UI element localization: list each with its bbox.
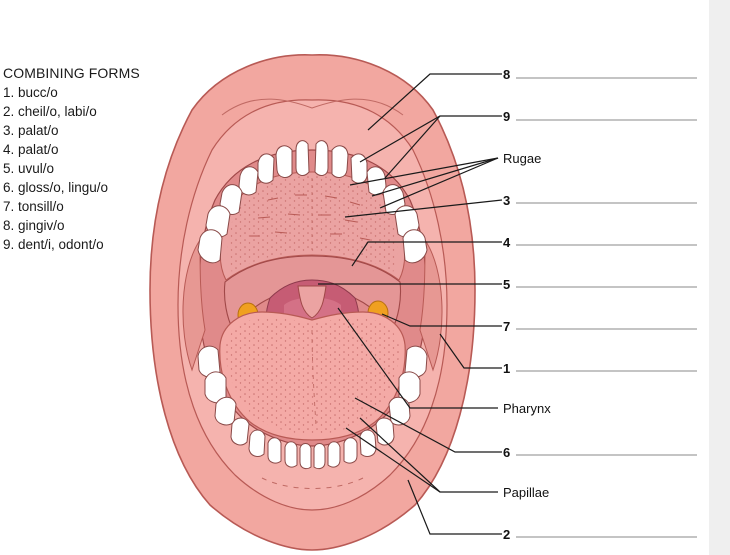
leader-rugae-b <box>371 157 499 197</box>
leader-rugae-a <box>349 157 499 186</box>
leader-rugae-c <box>379 157 499 209</box>
label-papillae: Papillae <box>503 485 549 500</box>
page-margin-strip <box>709 0 730 555</box>
leader-6 <box>354 397 502 453</box>
rugae <box>250 194 371 241</box>
form-item-4: 4. palat/o <box>3 142 59 157</box>
label-5: 5 <box>503 277 510 292</box>
form-item-7: 7. tonsill/o <box>3 199 64 214</box>
form-item-8: 8. gingiv/o <box>3 218 65 233</box>
tongue-papillae <box>225 318 400 434</box>
leader-3 <box>344 199 503 218</box>
upper-teeth <box>197 140 428 264</box>
form-item-1: 1. bucc/o <box>3 85 58 100</box>
leader-9b <box>384 115 441 179</box>
label-4: 4 <box>503 235 511 250</box>
leader-8 <box>367 73 502 131</box>
combining-forms-title: COMBINING FORMS <box>3 65 140 81</box>
tongue-midline <box>311 329 317 426</box>
form-item-2: 2. cheil/o, labi/o <box>3 104 97 119</box>
combining-forms-list: COMBINING FORMS 1. bucc/o 2. cheil/o, la… <box>3 64 140 254</box>
lower-teeth <box>197 345 428 470</box>
label-1: 1 <box>503 361 510 376</box>
leader-lines <box>318 73 503 535</box>
form-item-6: 6. gloss/o, lingu/o <box>3 180 109 195</box>
label-3: 3 <box>503 193 510 208</box>
answer-blanks <box>516 77 697 538</box>
leader-pharynx <box>337 307 498 409</box>
uvula <box>297 285 327 319</box>
label-rugae: Rugae <box>503 151 541 166</box>
leader-7 <box>381 313 502 327</box>
cheek-left <box>182 238 206 372</box>
upper-lip-curve <box>221 98 404 116</box>
label-7: 7 <box>503 319 510 334</box>
cheek-right <box>419 238 443 372</box>
form-item-5: 5. uvul/o <box>3 161 55 176</box>
label-8: 8 <box>503 67 510 82</box>
leader-2 <box>407 479 502 535</box>
label-pharynx: Pharynx <box>503 401 551 416</box>
form-item-3: 3. palat/o <box>3 123 59 138</box>
form-item-9: 9. dent/i, odont/o <box>3 237 104 252</box>
label-2: 2 <box>503 527 510 542</box>
leader-1 <box>439 333 502 369</box>
leader-papillae-b <box>345 427 441 493</box>
leader-4 <box>351 241 502 267</box>
label-9: 9 <box>503 109 510 124</box>
label-6: 6 <box>503 445 510 460</box>
